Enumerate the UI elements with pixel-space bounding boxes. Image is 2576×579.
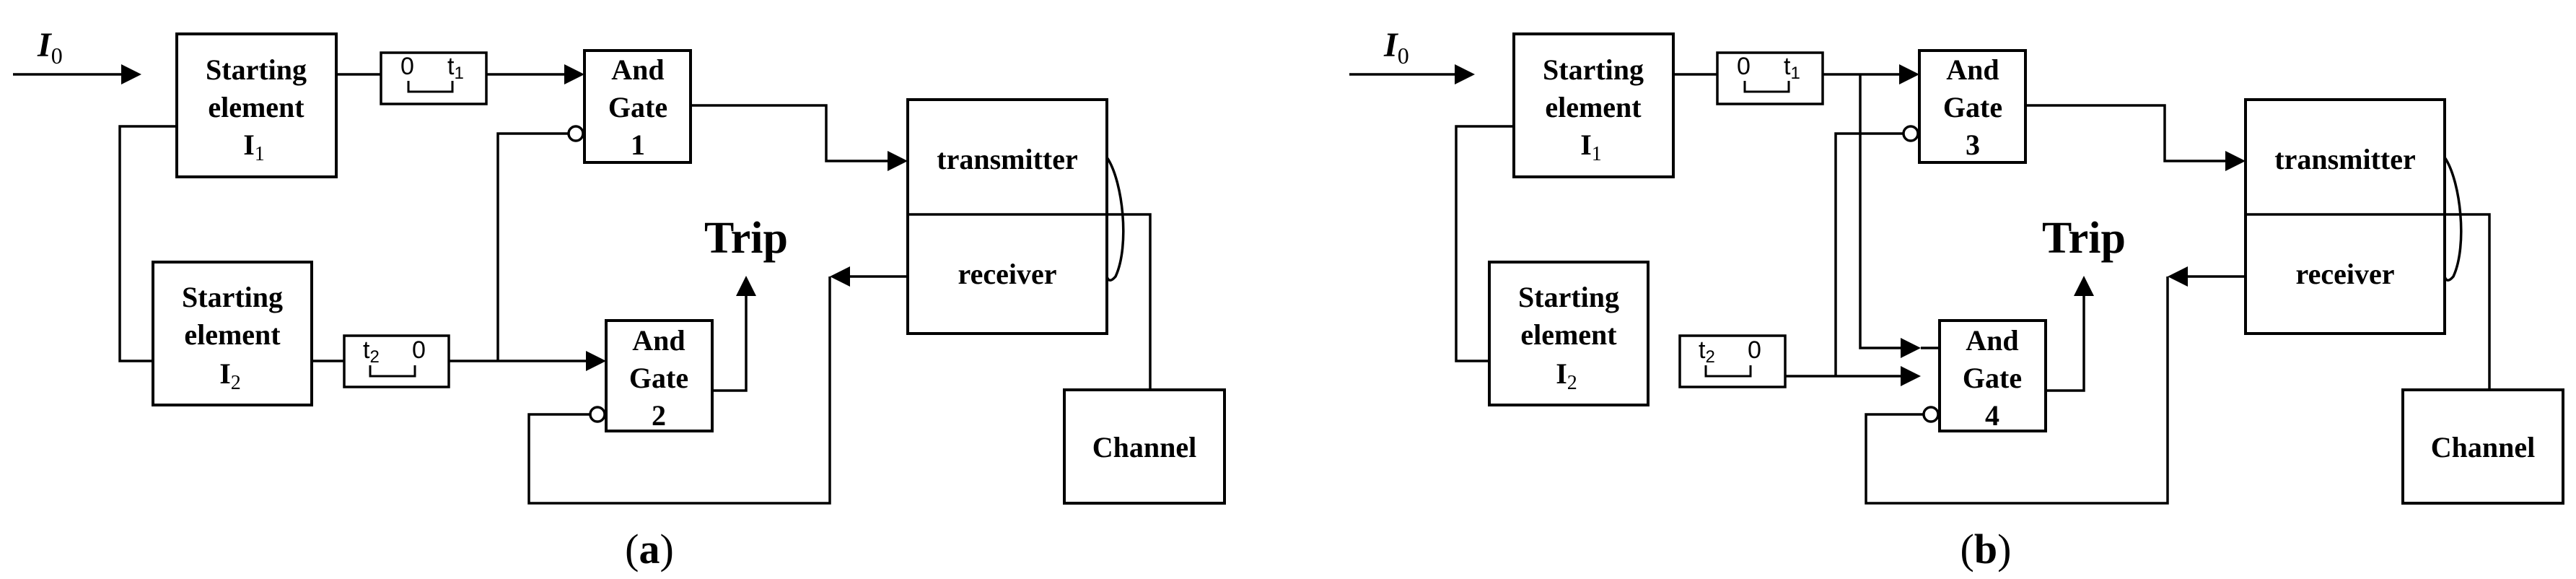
receiver-to-gate4-line-b xyxy=(1865,277,2169,505)
gate3-inhibit-line-b xyxy=(1834,132,1903,376)
transmitter-label-b: transmitter xyxy=(2274,143,2415,175)
i2-label-b: I2 xyxy=(1556,357,1577,394)
input-arrowhead-a xyxy=(121,64,141,84)
gate3-to-transmitter-line-b xyxy=(2025,104,2225,162)
trip-arrowhead-a xyxy=(736,276,756,296)
timer-t2-left-a: t2 xyxy=(363,336,380,367)
timer-t2-bracket-b xyxy=(1704,365,1752,378)
transceiver-loop-a xyxy=(1105,157,1125,282)
gate1-inhibit-bubble-a xyxy=(567,125,584,142)
timer-t2-bracket-a xyxy=(369,365,416,378)
input-arrowhead-b xyxy=(1455,64,1475,84)
timer-t1-right-a: t1 xyxy=(447,53,464,83)
starting-element-i1-b xyxy=(1512,32,1675,178)
trip-label-b: Trip xyxy=(2042,214,2126,263)
gate2-output-line-a xyxy=(712,296,748,392)
i1-label-b: I1 xyxy=(1580,129,1602,165)
timer-t2-right-b: 0 xyxy=(1748,336,1761,364)
gate4-output-line-b xyxy=(2046,296,2085,392)
channel-link-a xyxy=(1107,213,1152,390)
receiver-label-b: receiver xyxy=(2296,258,2395,290)
starting-element-i1-a xyxy=(175,32,338,178)
transceiver-a xyxy=(906,98,1108,335)
timer-t1-a xyxy=(380,51,488,105)
timer-t1-to-gate4-line-b xyxy=(1859,74,1901,349)
i1-i2-link-a xyxy=(118,125,177,362)
timer-t1-right-b: t1 xyxy=(1784,53,1800,83)
receiver-label-a: receiver xyxy=(958,258,1057,290)
timer-t1-b xyxy=(1716,51,1824,105)
receiver-arrowhead-b xyxy=(2168,266,2188,287)
caption-a: (a) xyxy=(625,526,674,573)
channel-label-a: Channel xyxy=(1092,431,1197,463)
transmitter-arrowhead-a xyxy=(888,151,908,171)
input-label-a: I0 xyxy=(37,26,63,69)
starting-element-i2-a xyxy=(152,261,313,406)
transceiver-loop-b xyxy=(2443,157,2463,282)
receiver-arrowhead-a xyxy=(830,266,850,287)
gate4-input1-arrowhead-b xyxy=(1901,338,1921,358)
channel-block-b xyxy=(2401,388,2564,505)
timer-t2-b xyxy=(1678,334,1787,388)
timer-t1-bracket-a xyxy=(407,81,454,93)
timer-t1-left-b: 0 xyxy=(1737,53,1751,80)
channel-label-b: Channel xyxy=(2431,431,2536,463)
and-gate-4-b xyxy=(1938,319,2047,432)
gate3-input-arrowhead-b xyxy=(1899,64,1919,84)
transmitter-label-a: transmitter xyxy=(937,143,1077,175)
channel-block-a xyxy=(1063,388,1226,505)
starting-element-i2-b xyxy=(1488,261,1650,406)
receiver-to-gate2-line-a xyxy=(527,277,831,505)
gate2-inhibit-bubble-a xyxy=(589,406,606,423)
timer-t2-right-a: 0 xyxy=(412,336,426,364)
gate4-input2-arrowhead-b xyxy=(1901,366,1921,386)
and-gate-1-a xyxy=(583,49,692,164)
trip-label-a: Trip xyxy=(704,214,788,263)
gate4-inhibit-bubble-b xyxy=(1922,406,1940,423)
i1-label-a: I1 xyxy=(243,129,265,165)
transceiver-b xyxy=(2244,98,2446,335)
timer-t2-left-b: t2 xyxy=(1699,336,1715,367)
gate3-inhibit-bubble-b xyxy=(1902,125,1919,142)
timer-t1-left-a: 0 xyxy=(400,53,414,80)
i2-label-a: I2 xyxy=(219,357,241,394)
gate1-inhibit-line-a xyxy=(496,132,569,361)
gate2-input-arrowhead-a xyxy=(586,351,606,371)
gate1-input-arrowhead-a xyxy=(564,64,584,84)
caption-b: (b) xyxy=(1961,526,2012,573)
timer-t1-bracket-b xyxy=(1743,81,1790,93)
timer-t2-a xyxy=(343,334,450,388)
transmitter-arrowhead-b xyxy=(2225,151,2246,171)
and-gate-2-a xyxy=(605,319,714,432)
input-label-b: I0 xyxy=(1383,26,1409,69)
gate1-to-transmitter-line-a xyxy=(691,104,888,162)
channel-link-b xyxy=(2445,213,2491,390)
trip-arrowhead-b xyxy=(2074,276,2094,296)
i1-i2-link-b xyxy=(1455,125,1514,362)
